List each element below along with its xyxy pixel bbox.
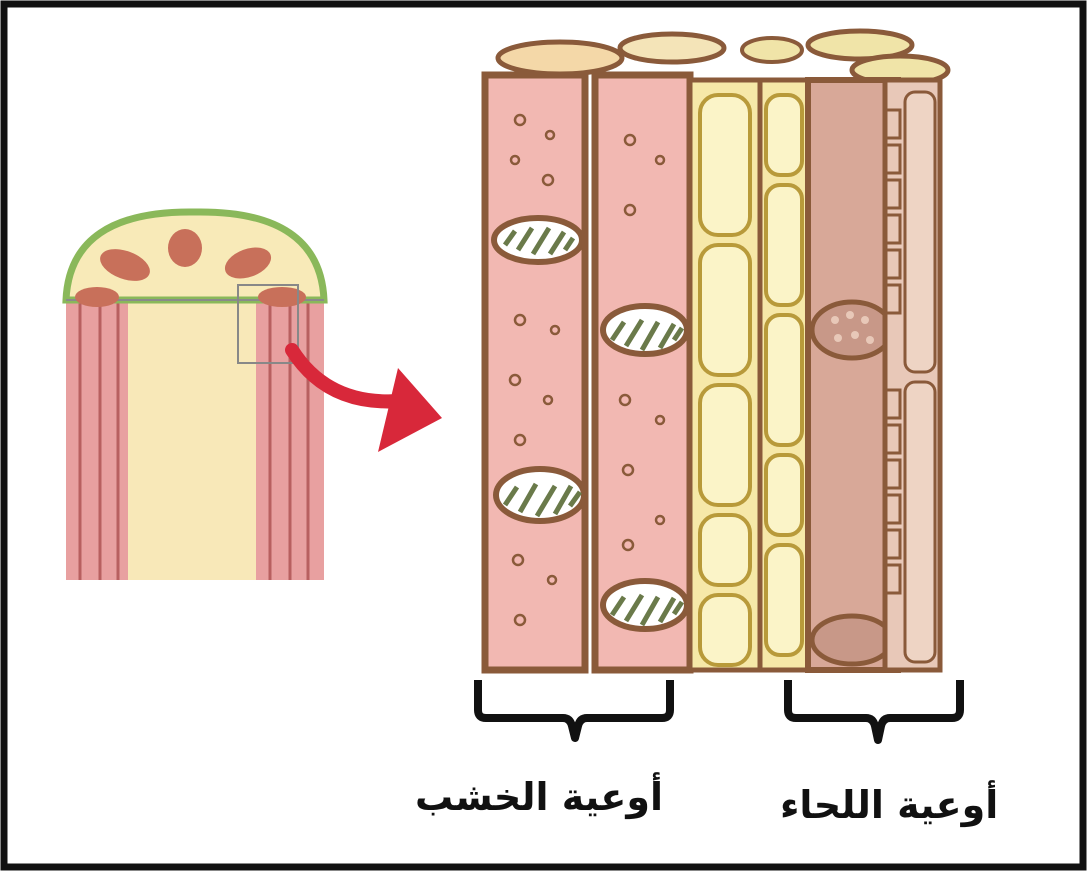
sieve-plate: [812, 302, 892, 358]
stem-section: [66, 212, 324, 580]
vascular-tissue: [485, 31, 948, 670]
xylem-label: أوعية الخشب: [415, 778, 663, 816]
bundle: [75, 287, 119, 307]
xylem-vessel: [485, 75, 585, 670]
sieve-plate: [812, 616, 892, 664]
phloem-label: أوعية اللحاء: [780, 786, 998, 824]
bundle: [168, 229, 202, 267]
